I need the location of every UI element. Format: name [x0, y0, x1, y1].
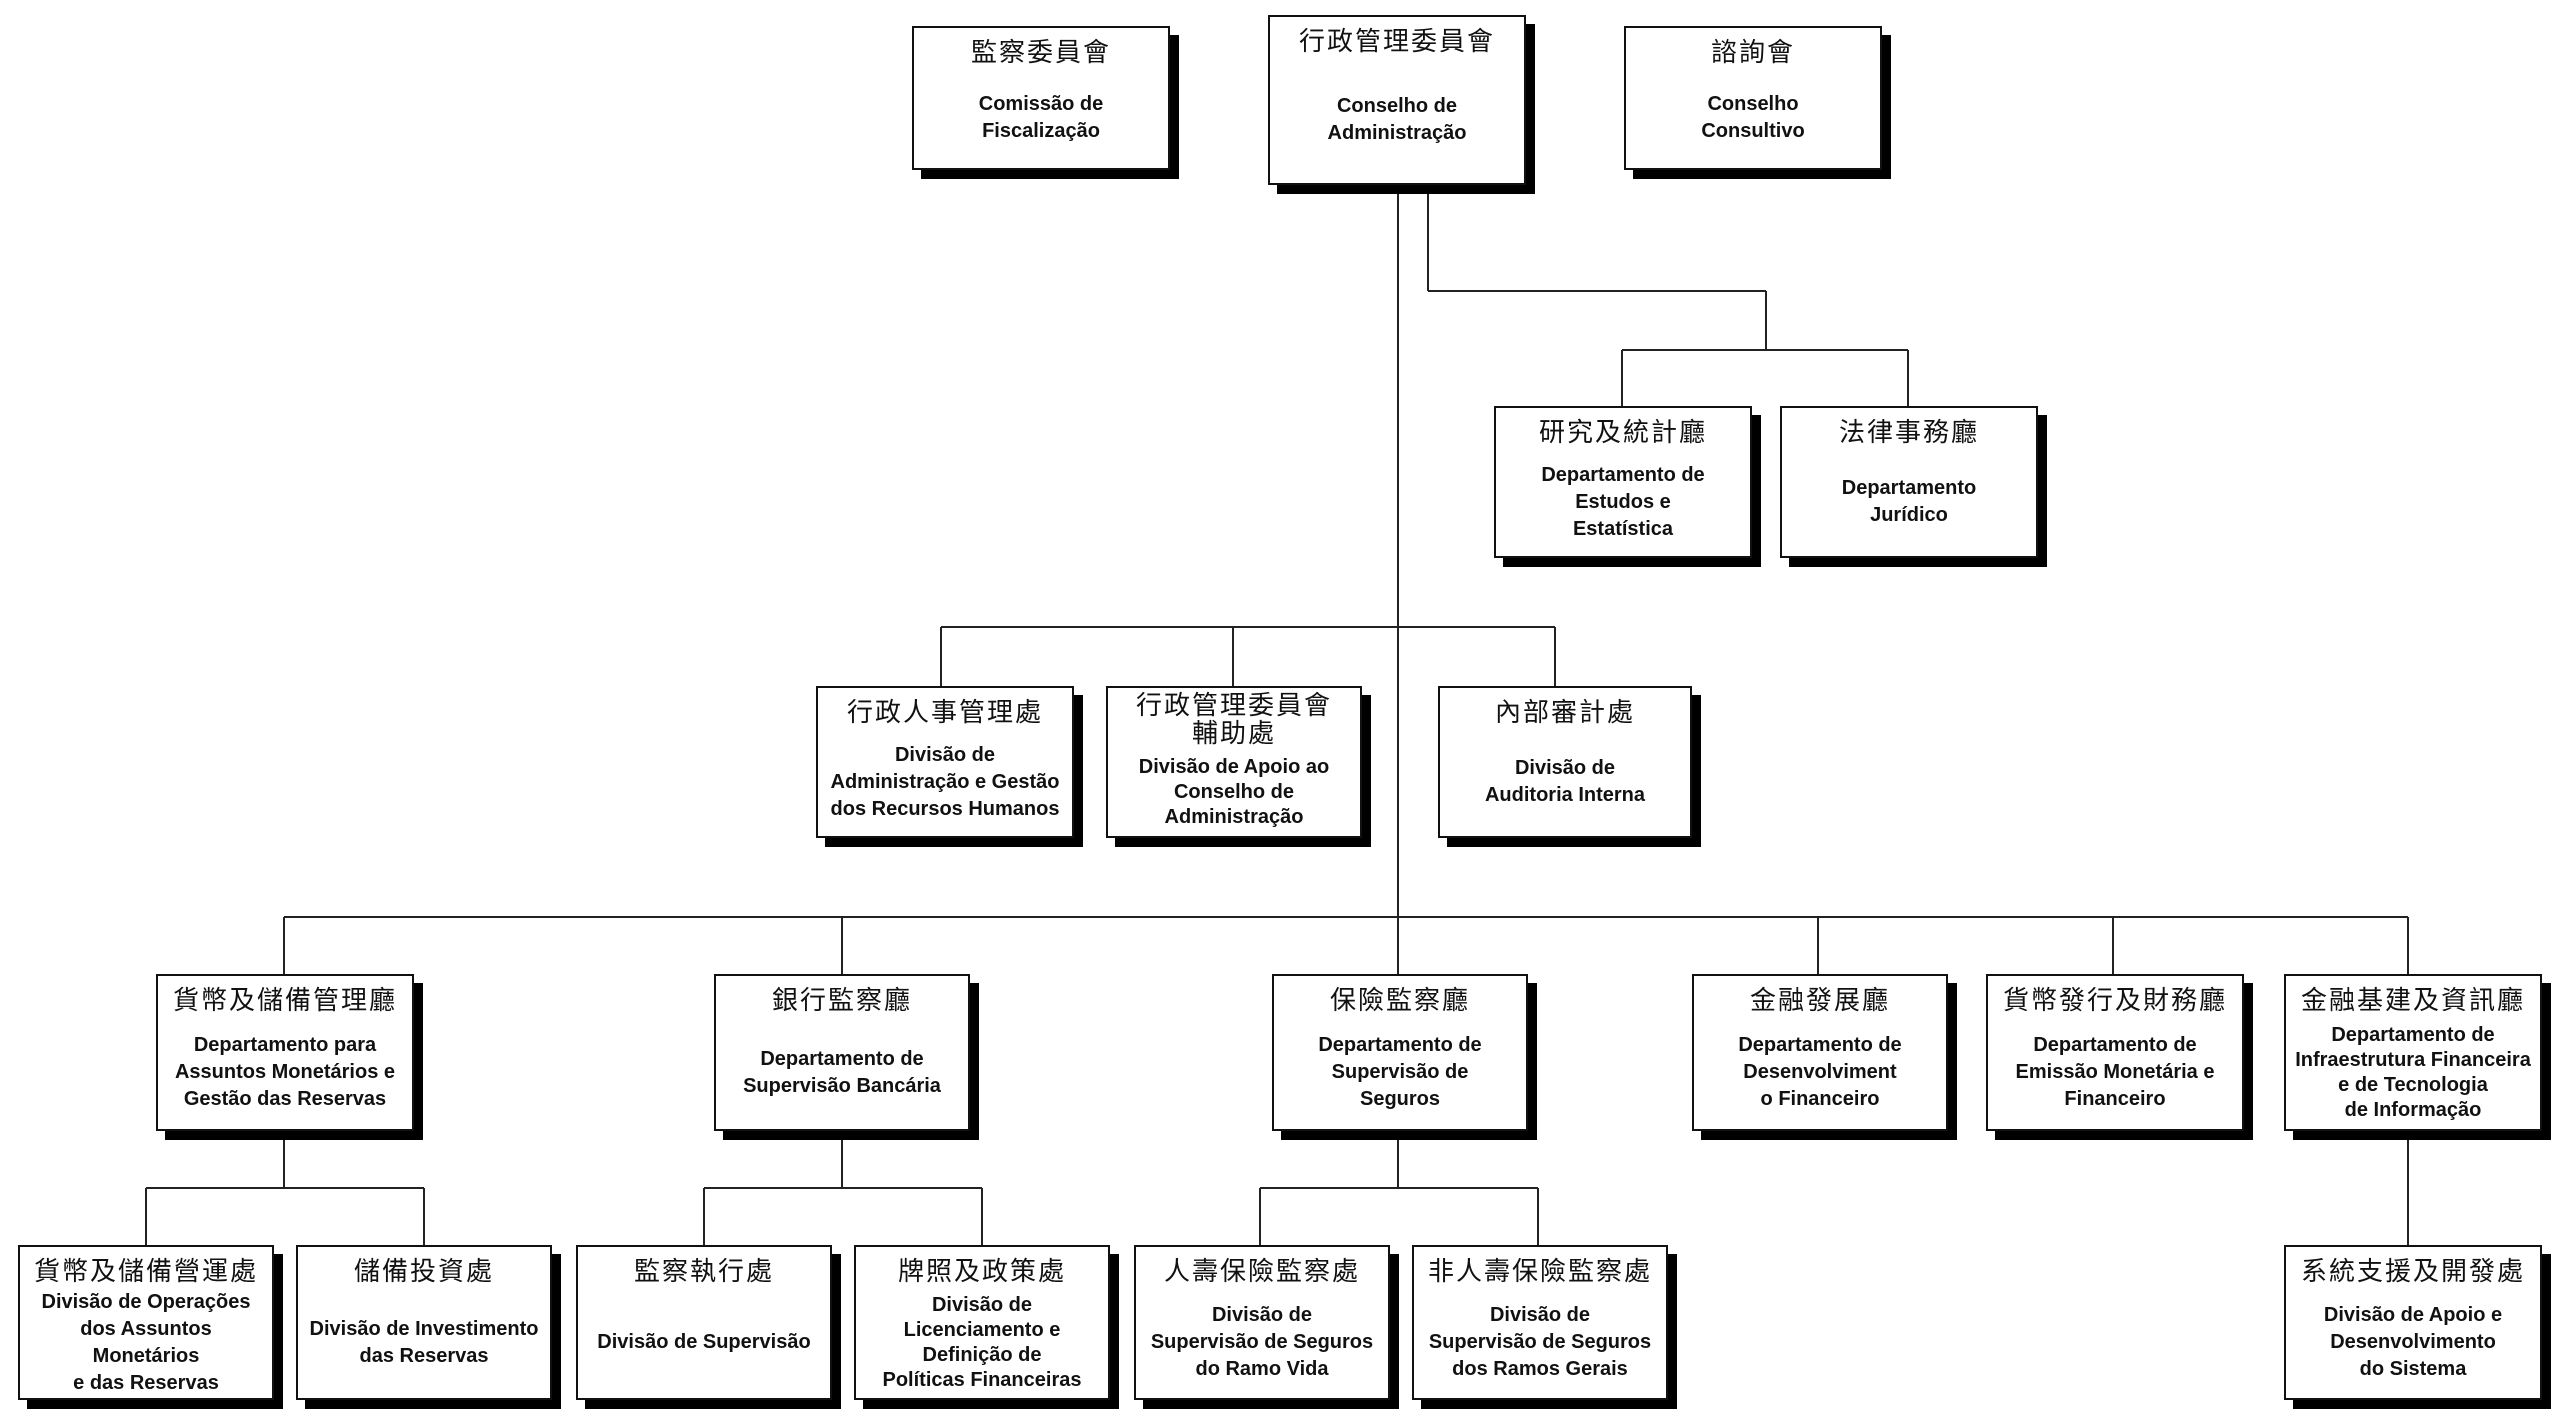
node-label-pt: Departamento de Desenvolviment o Finance… [1738, 1034, 1902, 1110]
node-label-zh: 貨幣及儲備管理廳 [172, 986, 397, 1016]
node-supervisao: 監察執行處 Divisão de Supervisão [576, 1245, 832, 1400]
node-licenciamento: 牌照及政策處 Divisão de Licenciamento e Defini… [854, 1245, 1110, 1400]
node-label-pt: Comissão de Fiscalização [978, 93, 1104, 142]
node-label-zh: 貨幣及儲備營運處 [33, 1257, 258, 1287]
node-investimento: 儲備投資處 Divisão de Investimento das Reserv… [296, 1245, 552, 1400]
node-label-zh: 內部審計處 [1494, 698, 1635, 728]
node-label-pt: Departamento Jurídico [1841, 477, 1977, 526]
node-label-zh: 保險監察廳 [1329, 986, 1470, 1016]
node-label-zh: 法律事務廳 [1838, 418, 1979, 448]
node-label-zh: 研究及統計廳 [1538, 418, 1707, 448]
node-label-zh: 監察執行處 [633, 1257, 774, 1287]
node-infra: 金融基建及資訊廳 Departamento de Infraestrutura … [2284, 974, 2542, 1131]
node-label-zh: 貨幣發行及財務廳 [2002, 986, 2227, 1016]
node-label-pt: Divisão de Supervisão de Seguros dos Ram… [1428, 1304, 1652, 1380]
node-label-pt: Departamento para Assuntos Monetários e … [174, 1034, 396, 1110]
node-consult: 諮詢會 Conselho Consultivo [1624, 26, 1882, 170]
node-label-zh: 監察委員會 [970, 38, 1111, 68]
node-label-pt: Departamento de Infraestrutura Financeir… [2295, 1023, 2531, 1121]
node-label-pt: Divisão de Supervisão de Seguros do Ramo… [1150, 1304, 1374, 1380]
node-label-zh: 系統支援及開發處 [2300, 1257, 2525, 1287]
node-label-zh: 儲備投資處 [353, 1257, 494, 1287]
node-operacoes: 貨幣及儲備營運處 Divisão de Operações dos Assunt… [18, 1245, 274, 1400]
node-desenv: 金融發展廳 Departamento de Desenvolviment o F… [1692, 974, 1948, 1131]
node-label-zh: 金融基建及資訊廳 [2300, 986, 2525, 1016]
node-label-pt: Conselho Consultivo [1701, 93, 1805, 142]
node-label-pt: Departamento de Emissão Monetária e Fina… [2015, 1034, 2215, 1110]
node-label-pt: Divisão de Administração e Gestão dos Re… [830, 743, 1060, 820]
node-apoio-ca: 行政管理委員會 輔助處 Divisão de Apoio ao Conselho… [1106, 686, 1362, 838]
node-label-pt: Divisão de Apoio e Desenvolvimento do Si… [2323, 1304, 2503, 1380]
node-bancaria: 銀行監察廳 Departamento de Supervisão Bancári… [714, 974, 970, 1131]
node-label-zh: 諮詢會 [1710, 38, 1795, 68]
node-label-zh: 人壽保險監察處 [1163, 1257, 1360, 1287]
node-label-pt: Divisão de Auditoria Interna [1484, 757, 1645, 806]
node-estudos: 研究及統計廳 Departamento de Estudos e Estatís… [1494, 406, 1752, 558]
node-label-pt: Divisão de Licenciamento e Definição de … [882, 1293, 1082, 1391]
node-label-pt: Divisão de Operações dos Assuntos Monetá… [41, 1290, 251, 1394]
node-label-pt: Conselho de Administração [1327, 95, 1467, 144]
node-label-zh: 非人壽保險監察處 [1427, 1257, 1652, 1287]
node-label-zh: 行政人事管理處 [846, 698, 1043, 728]
node-label-zh: 金融發展廳 [1749, 986, 1890, 1016]
node-seguros: 保險監察廳 Departamento de Supervisão de Segu… [1272, 974, 1528, 1131]
node-admin: 行政管理委員會 Conselho de Administração [1268, 15, 1526, 185]
node-auditoria: 內部審計處 Divisão de Auditoria Interna [1438, 686, 1692, 838]
node-monetarios: 貨幣及儲備管理廳 Departamento para Assuntos Mone… [156, 974, 414, 1131]
node-label-pt: Departamento de Estudos e Estatística [1541, 463, 1705, 540]
node-label-pt: Divisão de Apoio ao Conselho de Administ… [1138, 755, 1330, 828]
node-emissao: 貨幣發行及財務廳 Departamento de Emissão Monetár… [1986, 974, 2244, 1131]
node-gerais: 非人壽保險監察處 Divisão de Supervisão de Seguro… [1412, 1245, 1668, 1400]
node-label-pt: Divisão de Supervisão [597, 1331, 811, 1353]
node-fiscal: 監察委員會 Comissão de Fiscalização [912, 26, 1170, 170]
node-label-zh: 牌照及政策處 [897, 1257, 1066, 1287]
node-label-pt: Departamento de Supervisão Bancária [743, 1047, 941, 1097]
node-label-zh: 行政管理委員會 [1298, 27, 1495, 57]
node-vida: 人壽保險監察處 Divisão de Supervisão de Seguros… [1134, 1245, 1390, 1400]
node-label-zh: 行政管理委員會 輔助處 [1135, 691, 1332, 749]
node-rh: 行政人事管理處 Divisão de Administração e Gestã… [816, 686, 1074, 838]
node-juridico: 法律事務廳 Departamento Jurídico [1780, 406, 2038, 558]
node-label-zh: 銀行監察廳 [771, 986, 912, 1016]
node-label-pt: Divisão de Investimento das Reservas [309, 1317, 539, 1367]
node-sistema: 系統支援及開發處 Divisão de Apoio e Desenvolvime… [2284, 1245, 2542, 1400]
node-label-pt: Departamento de Supervisão de Seguros [1318, 1034, 1482, 1110]
